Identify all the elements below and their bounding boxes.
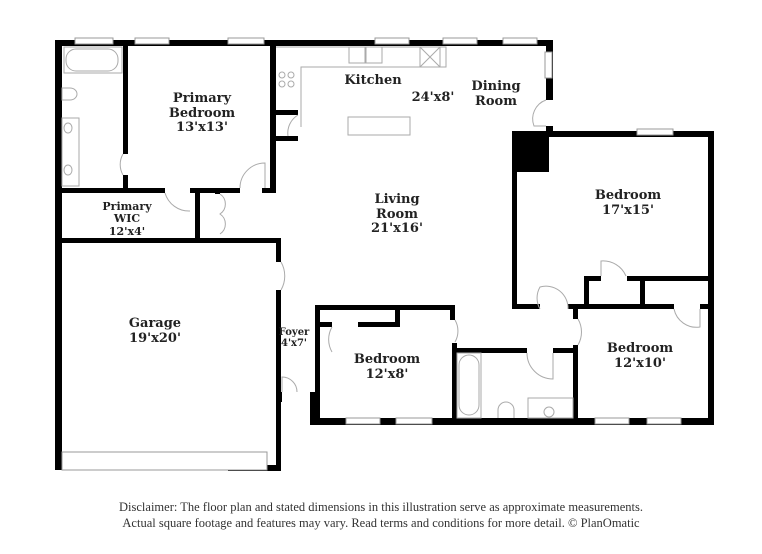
room-name: Foyer (278, 327, 310, 338)
room-label-bedroom-12x8: Bedroom 12'x8' (353, 352, 421, 382)
room-dimensions: 12'x10' (614, 355, 666, 371)
room-name: Primary (102, 200, 152, 213)
room-name: Kitchen (344, 73, 402, 88)
room-name: Bedroom (594, 188, 662, 203)
room-name: Room (376, 206, 418, 222)
room-dimensions: 12'x8' (365, 366, 409, 382)
room-label-dining-room: Dining Room (471, 79, 521, 109)
disclaimer-line-2: Actual square footage and features may v… (122, 516, 640, 530)
room-name: Dining (471, 79, 521, 94)
room-name: Primary (172, 91, 232, 106)
room-dimensions: 12'x4' (108, 224, 146, 238)
room-label-foyer: Foyer 4'x7' (279, 327, 310, 349)
room-name: Bedroom (353, 352, 421, 367)
room-name: Bedroom (168, 105, 236, 121)
room-dimensions: 19'x20' (129, 330, 181, 346)
windows (61, 37, 682, 471)
room-label-primary-wic: Primary WIC 12'x4' (102, 200, 152, 238)
room-label-living-room: Living Room 21'x16' (371, 192, 423, 237)
room-dimensions: 17'x15' (602, 202, 654, 218)
room-dimensions: 13'x13' (176, 120, 228, 136)
disclaimer-text: Disclaimer: The floor plan and stated di… (0, 499, 762, 531)
room-dimensions: 24'x8' (411, 90, 455, 105)
room-label-primary-bedroom: Primary Bedroom 13'x13' (168, 91, 236, 136)
room-name: Room (475, 93, 517, 109)
room-dimensions: 21'x16' (371, 221, 423, 237)
room-name: Living (374, 192, 420, 207)
room-name: Bedroom (606, 341, 674, 356)
room-label-kitchen: Kitchen (344, 73, 402, 89)
disclaimer-line-1: Disclaimer: The floor plan and stated di… (119, 500, 643, 514)
room-name: Garage (128, 316, 182, 331)
room-label-bedroom-12x10: Bedroom 12'x10' (606, 341, 674, 371)
room-label-bedroom-17x15: Bedroom 17'x15' (594, 188, 662, 218)
walls (55, 40, 714, 471)
room-name: WIC (113, 212, 141, 226)
room-label-garage: Garage 19'x20' (128, 316, 182, 346)
fixtures (61, 46, 701, 419)
room-label-kitchen-dims: 24'x8' (411, 90, 455, 106)
room-dimensions: 4'x7' (280, 338, 308, 350)
